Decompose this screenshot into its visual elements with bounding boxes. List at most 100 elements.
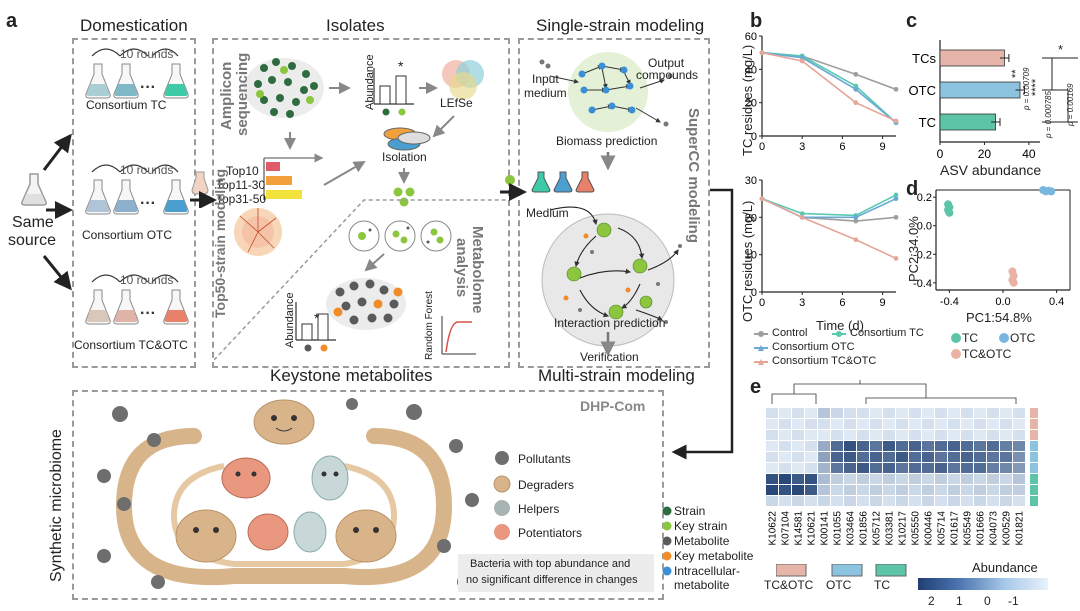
heatmap-cell (857, 463, 869, 473)
row-group-bar (1030, 419, 1038, 429)
chart-d-legend-otc: OTC (1010, 331, 1036, 345)
heatmap-cell (909, 496, 921, 506)
heatmap-cell (987, 408, 999, 418)
heatmap-cell (961, 452, 973, 462)
heatmap-cell (857, 496, 869, 506)
data-point (893, 256, 899, 261)
heatmap-cell (766, 430, 778, 440)
heatmap-cell (896, 485, 908, 495)
heatmap-cell (779, 496, 791, 506)
heatmap-cell (766, 463, 778, 473)
heatmap-cell (961, 496, 973, 506)
column-label: K03464 (846, 511, 857, 546)
heatmap-cell (805, 474, 817, 484)
heatmap-cell (935, 419, 947, 429)
series-line (761, 51, 897, 122)
heatmap-cell (766, 485, 778, 495)
column-label: K01821 (1015, 511, 1026, 546)
heatmap-cell (844, 474, 856, 484)
chart-c-stars-3: ** (1010, 69, 1022, 78)
chart-c-stars-1: * (1058, 42, 1064, 57)
input-medium-label-1: Input (532, 72, 559, 86)
bar (939, 113, 996, 131)
heatmap-cell (974, 496, 986, 506)
heatmap-cell (857, 485, 869, 495)
isolates-to-modeling-arrow (500, 175, 527, 201)
x-tick-label: 0 (759, 141, 765, 153)
heatmap-cell (844, 408, 856, 418)
round-arrow (151, 274, 179, 283)
heatmap-cell (870, 474, 882, 484)
chart-e-group-legend (776, 564, 907, 577)
x-tick-label: 0 (937, 147, 944, 161)
scatter-point (1047, 187, 1056, 196)
x-tick-label: 20 (978, 147, 992, 161)
heatmap-cell (909, 474, 921, 484)
heatmap-cell (844, 452, 856, 462)
heatmap-cell (987, 441, 999, 451)
heatmap-cell (844, 430, 856, 440)
rounds-label-otc: 10 rounds (120, 163, 174, 177)
dot-legend-icons (662, 506, 672, 576)
panel-d-letter: d (906, 178, 919, 200)
heatmap-cell (805, 485, 817, 495)
heatmap-cell (883, 419, 895, 429)
heatmap-cell (831, 408, 843, 418)
data-point (893, 214, 899, 220)
bar (939, 81, 1021, 99)
same-source-label-2: source (8, 232, 57, 249)
consortium-tc-label: Consortium TC (86, 98, 167, 112)
domestication-title: Domestication (80, 16, 188, 35)
column-label: K10217 (898, 511, 909, 546)
scatter-point (945, 208, 954, 217)
consortium-otc-label: Consortium OTC (82, 228, 173, 242)
domestication-box (72, 38, 196, 368)
biomass-prediction-label: Biomass prediction (556, 134, 658, 148)
heatmap-cell (935, 496, 947, 506)
y-tick-label: 40 (745, 64, 757, 76)
chart-b-bottom-ylabel: OTC residues (mg/L) (740, 200, 755, 322)
heatmap-cell (1013, 452, 1025, 462)
flask-icon (85, 63, 111, 99)
data-point (799, 211, 805, 217)
data-point (853, 83, 859, 89)
heatmap-cell (1000, 485, 1012, 495)
heatmap-cell (896, 419, 908, 429)
heatmap-cell (805, 452, 817, 462)
heatmap-cell (883, 408, 895, 418)
legend-pollutants: Pollutants (518, 452, 571, 466)
heatmap-cell (883, 463, 895, 473)
heatmap-cell (805, 408, 817, 418)
legend-helpers: Helpers (518, 502, 560, 516)
lefse-label: LEfSe (440, 96, 473, 110)
y-tick-label: 20 (745, 212, 757, 224)
heatmap-cell (1000, 419, 1012, 429)
series-line (761, 51, 897, 124)
dot-legend-key-metabolite: Key metabolite (674, 549, 754, 563)
heatmap-cell (766, 496, 778, 506)
column-label: K00529 (1002, 511, 1013, 546)
heatmap-cell (935, 441, 947, 451)
metabolome-label-2: analysis (453, 238, 470, 298)
heatmap-cell (922, 408, 934, 418)
chart-e-scale-1: 1 (956, 594, 963, 608)
heatmap-cell (1013, 496, 1025, 506)
heatmap-cell (909, 452, 921, 462)
heatmap-cell (948, 452, 960, 462)
chart-b-xlabel: Time (d) (816, 318, 864, 333)
heatmap-cell (844, 441, 856, 451)
chart-e-scale-2: 2 (928, 594, 935, 608)
heatmap-cell (818, 408, 830, 418)
heatmap-cell (922, 474, 934, 484)
data-point (893, 86, 899, 92)
heatmap-cell (805, 430, 817, 440)
heatmap-cell (1013, 408, 1025, 418)
heatmap-cell (883, 452, 895, 462)
round-arrow (151, 48, 179, 57)
y-tick-label: 0.0 (917, 221, 932, 233)
data-point (853, 237, 859, 243)
synthetic-microbiome-label: Synthetic microbiome (48, 429, 65, 582)
flask-icon (163, 179, 189, 215)
heatmap-cell (987, 430, 999, 440)
